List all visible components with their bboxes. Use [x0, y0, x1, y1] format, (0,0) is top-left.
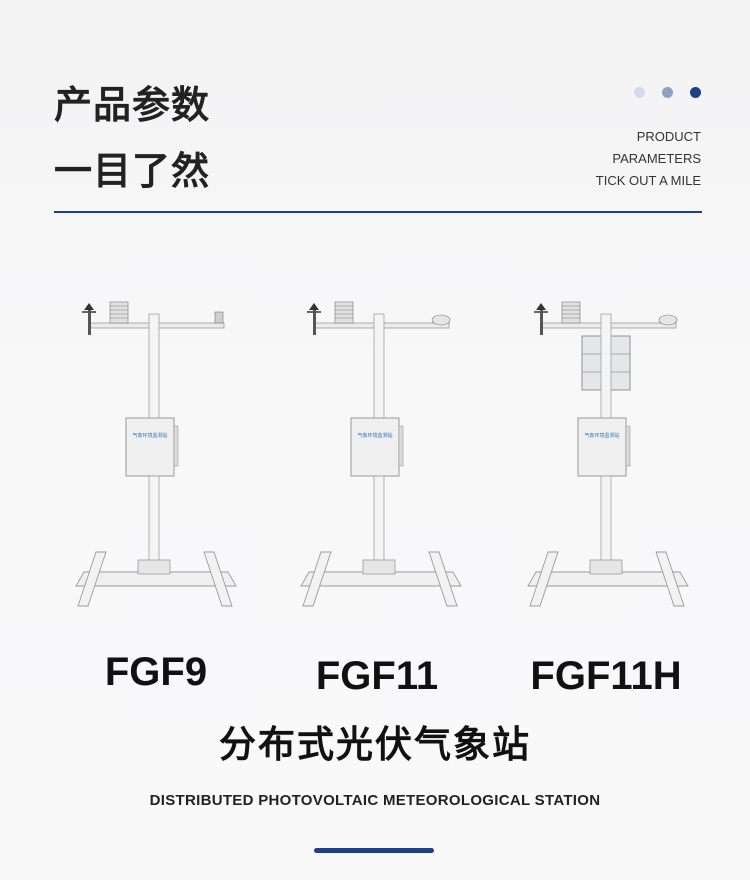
weather-station-illustration: 气象环境监测站 [300, 301, 462, 607]
bottom-accent-bar [314, 848, 434, 853]
weather-station-illustration: 气象环境监测站 [527, 301, 689, 607]
model-name-fgf11h: FGF11H [530, 654, 682, 698]
station-image-fgf11h: 气象环境监测站 [512, 290, 702, 610]
lower-pole [148, 475, 160, 563]
dot-medium [662, 87, 673, 98]
english-subtitle-line-1: PRODUCT [636, 129, 701, 144]
headline-line-2: 一目了然 [54, 149, 211, 193]
product-title-english: DISTRIBUTED PHOTOVOLTAIC METEOROLOGICAL … [149, 792, 601, 809]
lower-pole [373, 475, 385, 563]
dot-light [634, 87, 645, 98]
model-name-fgf11: FGF11 [315, 654, 439, 698]
box-label: 气象环境监测站 [132, 432, 167, 439]
english-subtitle-line-2: PARAMETERS [612, 151, 701, 166]
tripod-base [527, 551, 689, 607]
tripod-base [75, 551, 237, 607]
upper-pole [148, 313, 160, 421]
box-label: 气象环境监测站 [357, 432, 392, 439]
station-image-fgf9: 气象环境监测站 [60, 290, 250, 610]
weather-station-illustration: 气象环境监测站 [75, 301, 237, 607]
pagination-dots [634, 87, 704, 99]
product-title-chinese: 分布式光伏气象站 [219, 723, 531, 766]
control-box: 气象环境监测站 [350, 417, 404, 477]
control-box: 气象环境监测站 [577, 417, 631, 477]
upper-pole [373, 313, 385, 421]
box-label: 气象环境监测站 [584, 432, 619, 439]
english-subtitle-line-3: TICK OUT A MILE [595, 173, 701, 188]
lower-pole [600, 475, 612, 563]
station-image-fgf11: 气象环境监测站 [285, 290, 475, 610]
headline-line-1: 产品参数 [54, 83, 211, 127]
tripod-base [300, 551, 462, 607]
header-divider [54, 211, 702, 213]
dot-dark [690, 87, 701, 98]
model-name-fgf9: FGF9 [104, 650, 208, 694]
control-box: 气象环境监测站 [125, 417, 179, 477]
upper-pole [600, 313, 612, 421]
